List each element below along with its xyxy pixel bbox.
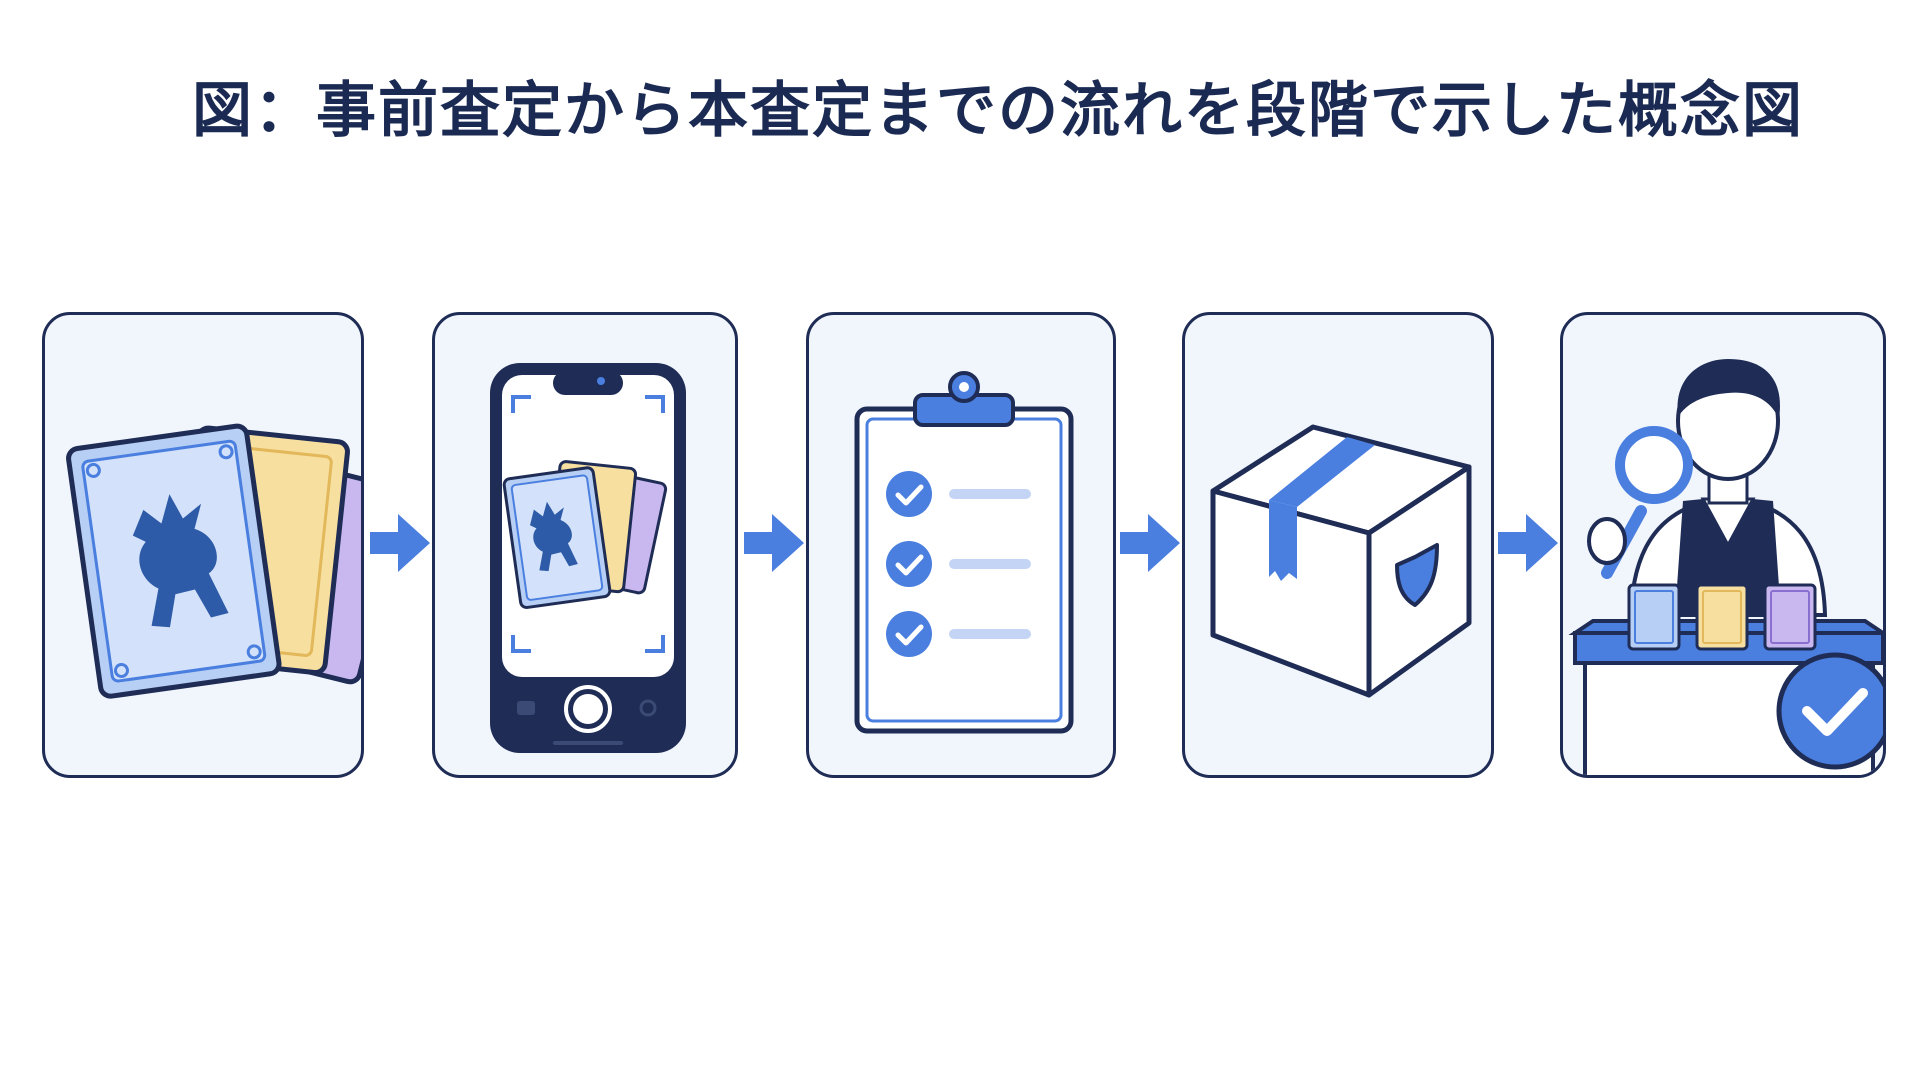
smartphone-camera-icon — [490, 363, 686, 753]
step-panel-shipping-box — [1182, 312, 1494, 778]
flow-arrow-icon — [1498, 514, 1558, 572]
trading-cards-icon — [66, 423, 361, 699]
shipping-box-icon — [1210, 424, 1472, 698]
flow-arrow-icon — [744, 514, 804, 572]
flow-arrow-icon — [1120, 514, 1180, 572]
diagram-title: 図：事前査定から本査定までの流れを段階で示した概念図 — [192, 76, 1804, 146]
step-panel-cards — [42, 312, 364, 778]
step-panel-appraiser — [1560, 312, 1886, 778]
appraiser-counter-icon — [1568, 359, 1883, 775]
step-panel-checklist — [806, 312, 1116, 778]
clipboard-checklist-icon — [854, 371, 1074, 734]
step-panel-smartphone — [432, 312, 738, 778]
flow-arrow-icon — [370, 514, 430, 572]
